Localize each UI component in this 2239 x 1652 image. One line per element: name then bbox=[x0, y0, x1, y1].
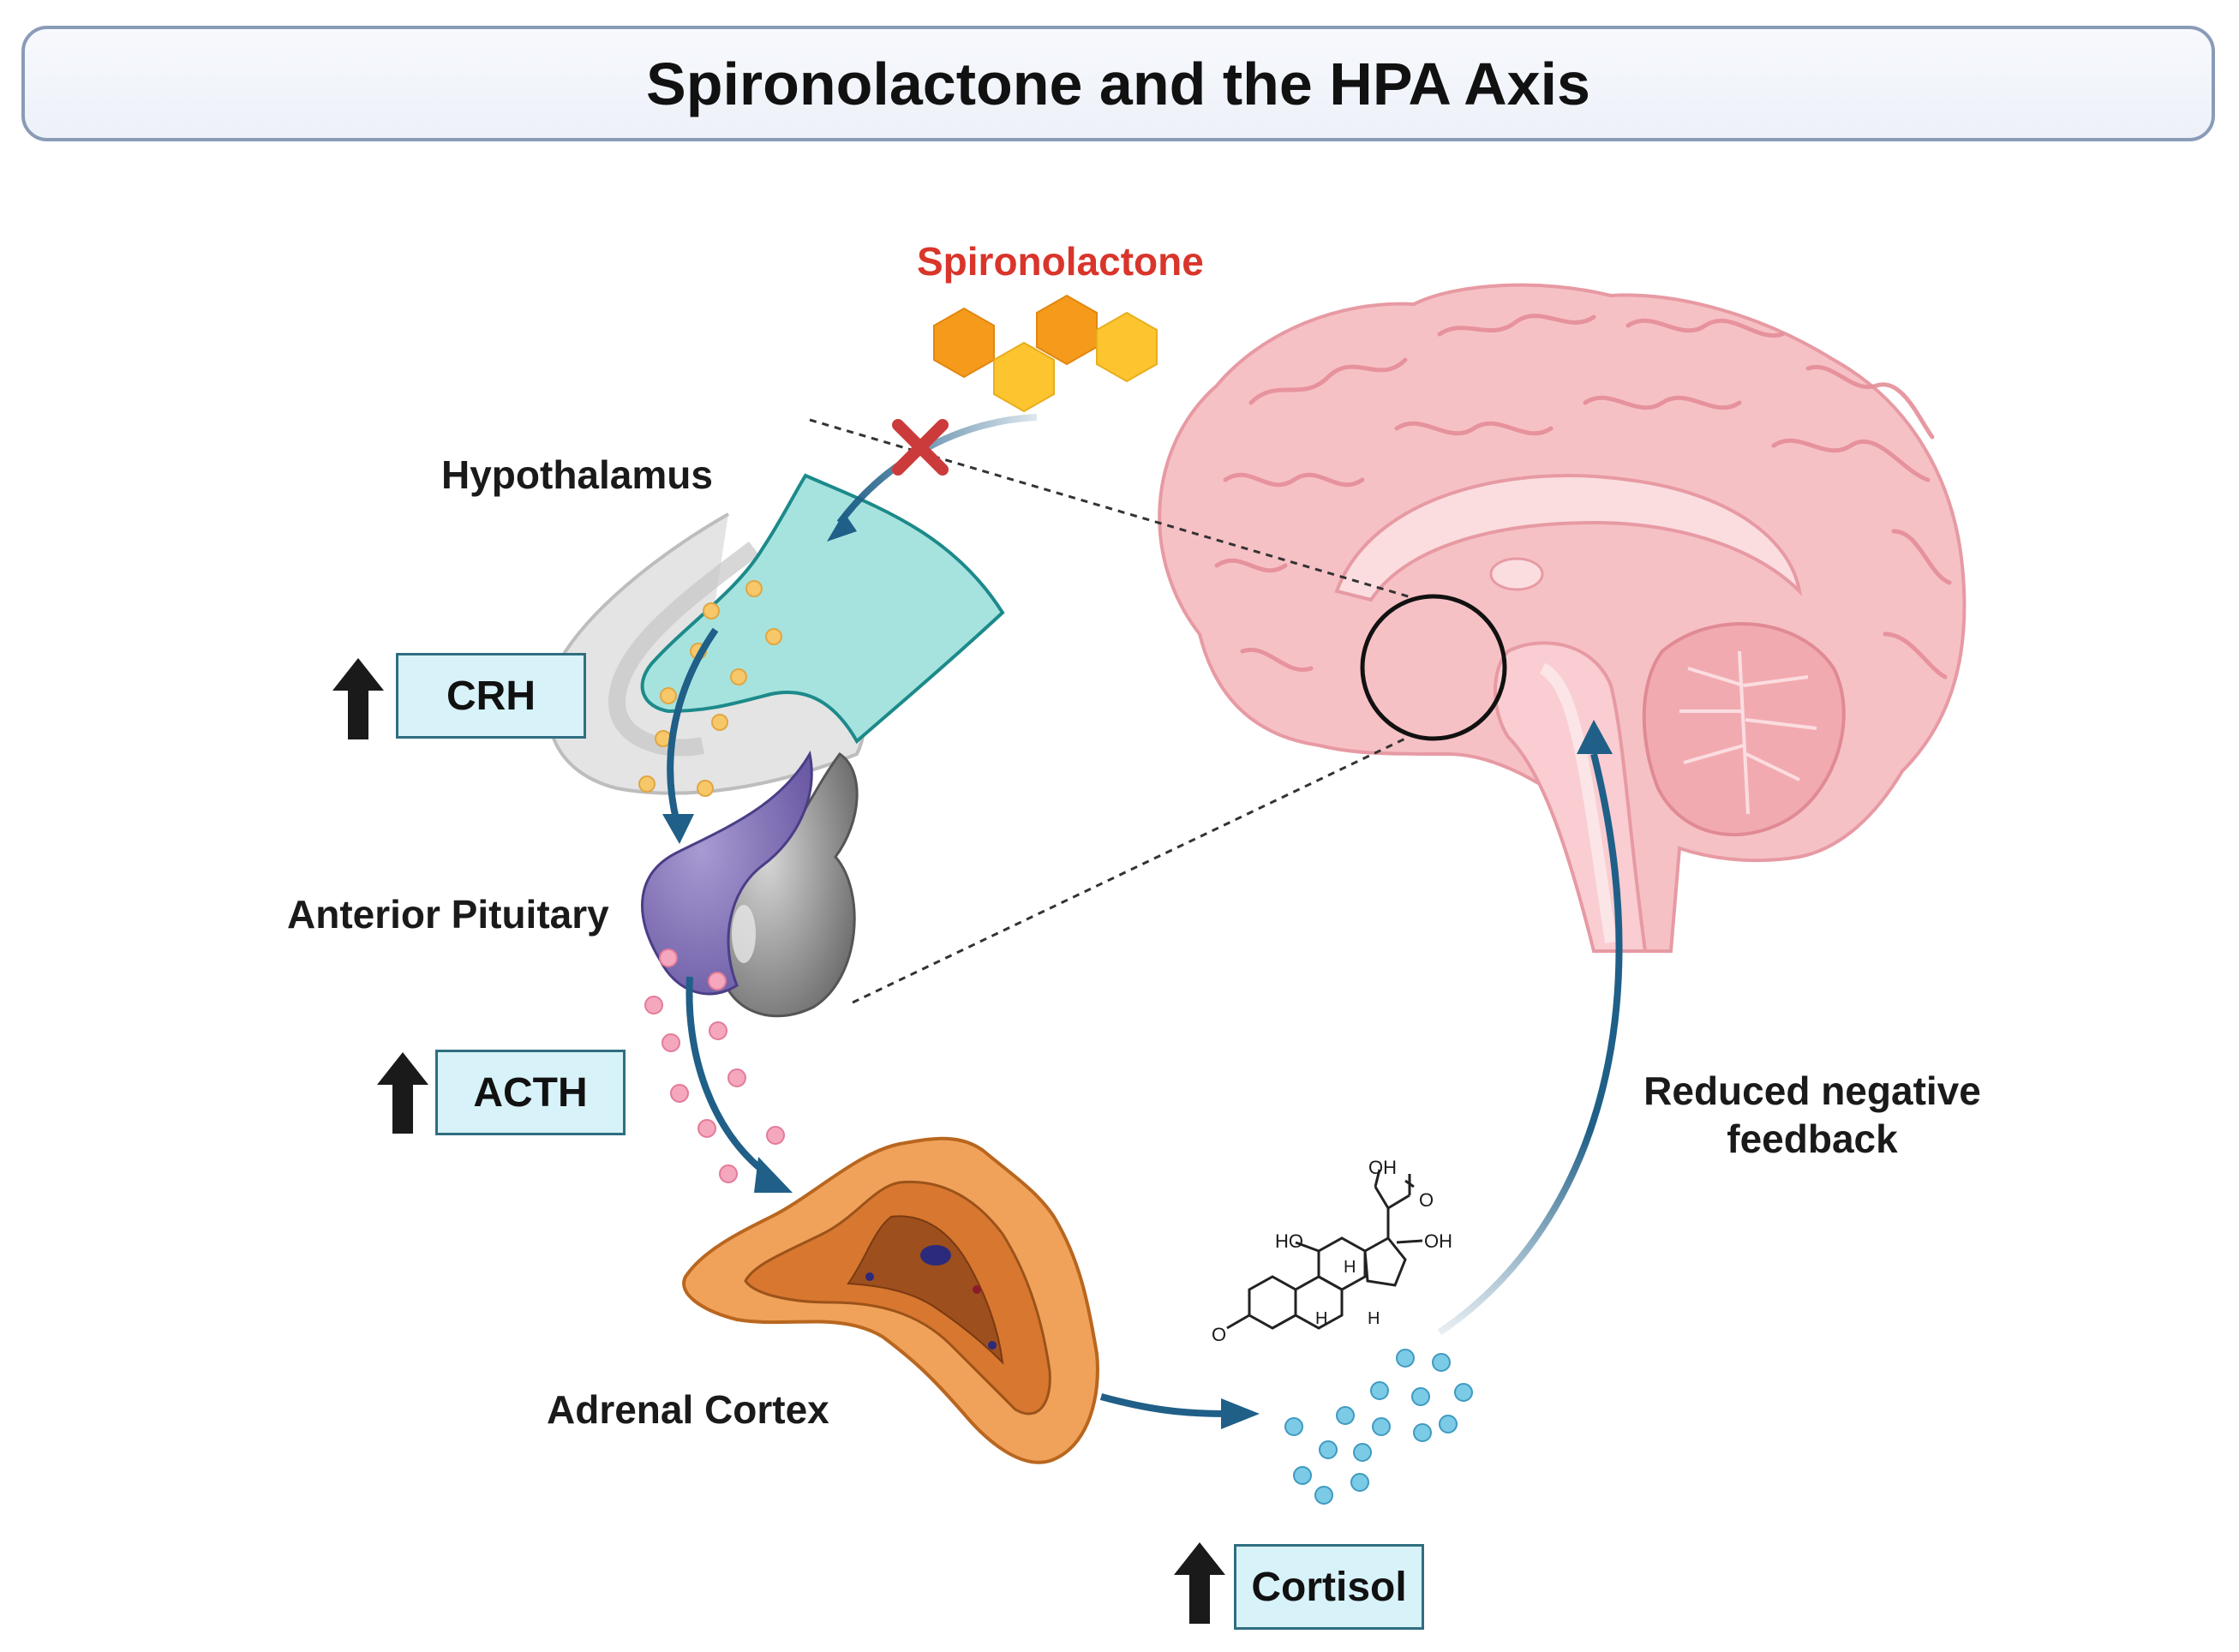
cortisol-box: Cortisol bbox=[1234, 1544, 1424, 1630]
anterior-pituitary-label: Anterior Pituitary bbox=[287, 892, 609, 937]
hypothalamus-label: Hypothalamus bbox=[441, 452, 713, 497]
molecule-h3: H bbox=[1368, 1309, 1380, 1328]
molecule-h1: H bbox=[1344, 1258, 1356, 1277]
adrenal-cortex-label: Adrenal Cortex bbox=[547, 1387, 829, 1432]
molecule-oh-top: OH bbox=[1368, 1157, 1397, 1178]
spironolactone-label: Spironolactone bbox=[917, 239, 1204, 284]
acth-box: ACTH bbox=[435, 1050, 626, 1135]
diagram-title: Spironolactone and the HPA Axis bbox=[646, 50, 1590, 117]
molecule-o-left: O bbox=[1212, 1324, 1227, 1345]
title-banner: Spironolactone and the HPA Axis bbox=[21, 26, 2215, 141]
molecule-oh-right: OH bbox=[1424, 1230, 1452, 1252]
crh-box: CRH bbox=[396, 653, 586, 739]
zoom-circle bbox=[1360, 594, 1507, 741]
cortisol-structure-icon bbox=[1226, 1169, 1423, 1330]
crh-dots bbox=[638, 580, 782, 797]
feedback-line-1: Reduced negative bbox=[1643, 1068, 1981, 1113]
feedback-label: Reduced negative feedback bbox=[1632, 1067, 1992, 1163]
cortisol-dots bbox=[1284, 1349, 1473, 1505]
molecule-ho-left: HO bbox=[1275, 1230, 1303, 1252]
brain-illustration bbox=[1158, 283, 1967, 953]
adrenal-illustration bbox=[682, 1136, 1099, 1464]
cortisol-up-arrow-icon bbox=[1174, 1542, 1225, 1624]
feedback-line-2: feedback bbox=[1727, 1116, 1898, 1161]
acth-up-arrow-icon bbox=[377, 1052, 428, 1134]
acth-dots bbox=[644, 949, 785, 1183]
molecule-h2: H bbox=[1315, 1309, 1328, 1328]
spironolactone-molecule-icon bbox=[933, 294, 1158, 413]
pituitary-illustration bbox=[641, 750, 859, 1018]
crh-up-arrow-icon bbox=[332, 658, 384, 739]
blocked-x-mark bbox=[892, 419, 949, 476]
molecule-o-keto: O bbox=[1419, 1189, 1434, 1211]
